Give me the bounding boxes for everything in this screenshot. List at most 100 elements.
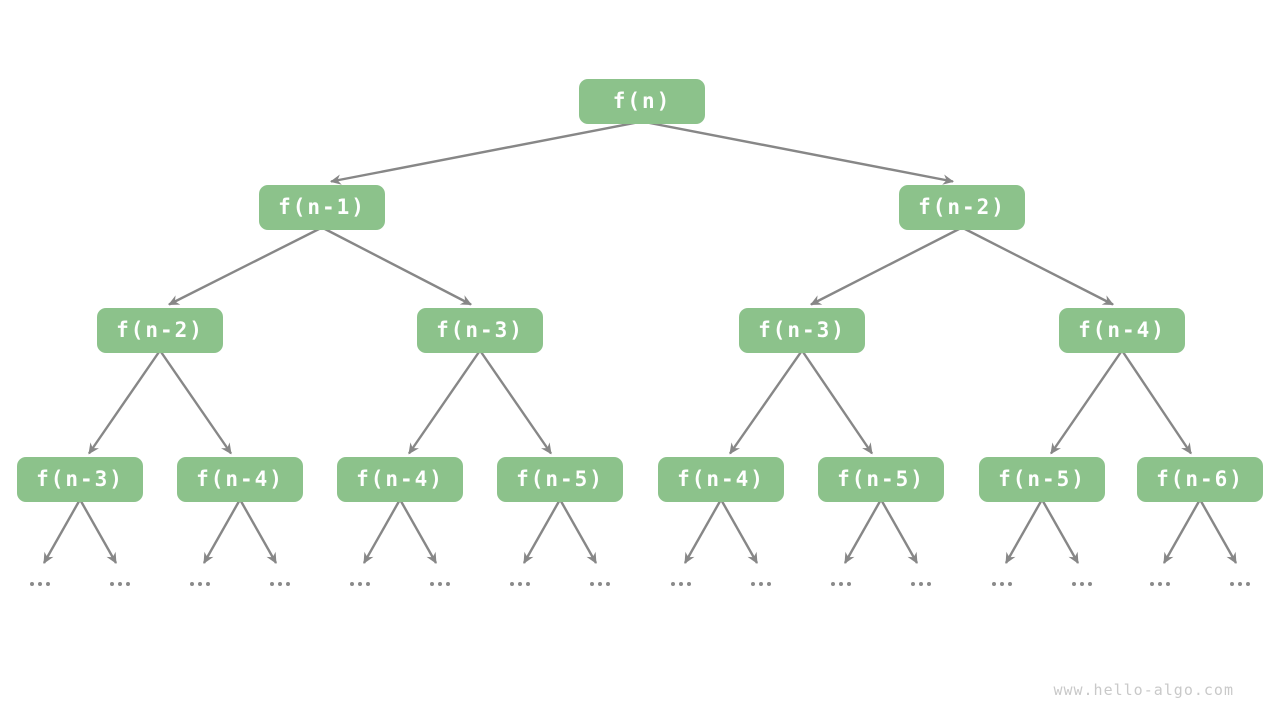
dot: [350, 582, 354, 586]
dot: [679, 582, 683, 586]
dot: [518, 582, 522, 586]
edge-arrow: [168, 226, 323, 306]
edge-arrow: [42, 498, 82, 564]
tree-node: f(n-5): [818, 456, 944, 502]
edge-arrow: [78, 498, 118, 564]
ellipsis-dots: [911, 582, 931, 586]
edge-arrow: [202, 498, 242, 564]
ellipsis-dots: [430, 582, 450, 586]
dot: [526, 582, 530, 586]
edge-arrow: [1004, 498, 1044, 564]
tree-node: f(n-4): [177, 456, 303, 502]
edge-arrow: [801, 349, 873, 455]
ellipsis-dots: [751, 582, 771, 586]
dot: [1150, 582, 1154, 586]
tree-node: f(n-4): [658, 456, 784, 502]
tree-node: f(n-5): [497, 456, 623, 502]
tree-node: f(n-1): [259, 184, 385, 230]
edge-arrow: [1198, 498, 1238, 564]
edge-arrow: [408, 349, 481, 455]
edge-arrow: [522, 498, 562, 564]
dot: [446, 582, 450, 586]
ellipsis-dots: [350, 582, 370, 586]
dot: [286, 582, 290, 586]
dot: [190, 582, 194, 586]
dot: [366, 582, 370, 586]
dot: [270, 582, 274, 586]
edge-arrow: [558, 498, 598, 564]
dot: [206, 582, 210, 586]
edge-arrow: [961, 226, 1114, 306]
edge-arrow: [479, 349, 552, 455]
ellipsis-dots: [110, 582, 130, 586]
dot: [598, 582, 602, 586]
dot: [1000, 582, 1004, 586]
dot: [1246, 582, 1250, 586]
dot: [46, 582, 50, 586]
edge-arrow: [238, 498, 278, 564]
tree-node: f(n-2): [899, 184, 1025, 230]
edge-arrow: [88, 349, 161, 455]
dot: [992, 582, 996, 586]
dot: [510, 582, 514, 586]
dot: [1166, 582, 1170, 586]
tree-node: f(n): [579, 78, 705, 124]
dot: [1080, 582, 1084, 586]
tree-node: f(n-3): [739, 307, 865, 353]
dot: [38, 582, 42, 586]
dot: [606, 582, 610, 586]
dot: [759, 582, 763, 586]
tree-node: f(n-6): [1137, 456, 1263, 502]
edge-arrow: [683, 498, 723, 564]
tree-node: f(n-4): [1059, 307, 1185, 353]
dot: [358, 582, 362, 586]
ellipsis-dots: [510, 582, 530, 586]
dot: [671, 582, 675, 586]
dot: [1088, 582, 1092, 586]
ellipsis-dots: [590, 582, 610, 586]
dot: [919, 582, 923, 586]
dot: [847, 582, 851, 586]
dot: [927, 582, 931, 586]
dot: [1158, 582, 1162, 586]
edge-arrow: [398, 498, 438, 564]
dot: [1230, 582, 1234, 586]
dot: [438, 582, 442, 586]
tree-node: f(n-3): [417, 307, 543, 353]
dot: [831, 582, 835, 586]
dot: [767, 582, 771, 586]
edge-arrow: [362, 498, 402, 564]
edge-arrow: [1121, 349, 1192, 455]
edge-arrow: [330, 120, 643, 185]
dot: [911, 582, 915, 586]
edge-lines: [42, 120, 1238, 564]
edge-arrow: [719, 498, 759, 564]
dot: [198, 582, 202, 586]
dot: [687, 582, 691, 586]
ellipsis-dots: [190, 582, 210, 586]
dot: [118, 582, 122, 586]
edge-arrow: [1050, 349, 1123, 455]
tree-node: f(n-2): [97, 307, 223, 353]
edge-arrow: [879, 498, 919, 564]
edge-arrow: [729, 349, 803, 455]
tree-node: f(n-5): [979, 456, 1105, 502]
watermark: www.hello-algo.com: [1053, 681, 1234, 699]
dot: [30, 582, 34, 586]
dot: [1238, 582, 1242, 586]
dot: [126, 582, 130, 586]
edge-arrow: [321, 226, 472, 306]
edge-arrow: [159, 349, 232, 455]
ellipsis-dots: [831, 582, 851, 586]
tree-node: f(n-3): [17, 456, 143, 502]
ellipsis-dots: [671, 582, 691, 586]
ellipsis-dots: [1072, 582, 1092, 586]
edge-arrow: [810, 226, 963, 306]
edge-arrow: [1162, 498, 1202, 564]
dot: [110, 582, 114, 586]
dot: [278, 582, 282, 586]
dot: [430, 582, 434, 586]
ellipsis-dots: [1150, 582, 1170, 586]
